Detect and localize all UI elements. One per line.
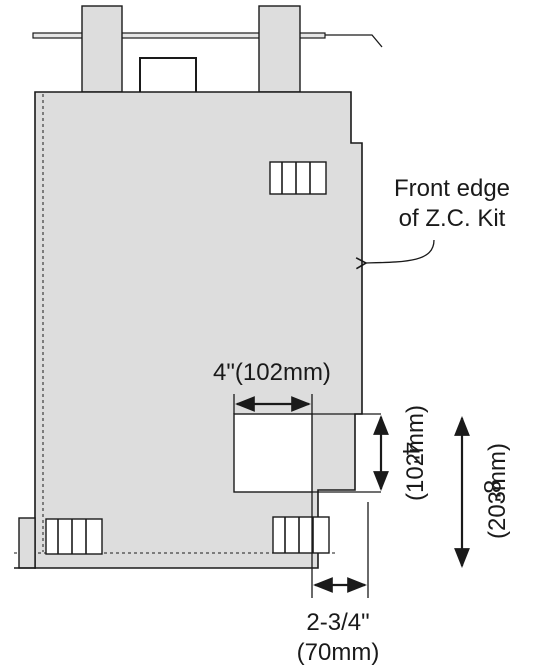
top-connector — [139, 57, 197, 92]
opening-height-mm-label: (102mm) — [402, 405, 429, 501]
callout-line-1: Front edge — [394, 175, 510, 202]
top-bracket-left — [81, 5, 123, 93]
callout-leader-arrow — [355, 239, 435, 270]
opening-height-in-label: 4" — [397, 442, 424, 464]
opening-cutout — [233, 413, 381, 493]
offset-height-mm-label: (203mm) — [484, 443, 511, 539]
vent-grille-bottom-right — [272, 516, 330, 554]
side-clearance-in-label: 2-3/4" — [306, 609, 369, 636]
callout-line-2: of Z.C. Kit — [399, 205, 506, 232]
top-rail — [32, 32, 383, 48]
vent-grille-top-right — [269, 161, 327, 195]
top-bracket-right — [258, 5, 301, 93]
opening-width-dimension: 4"(102mm) — [213, 359, 331, 414]
vent-grille-bottom-left — [45, 518, 103, 555]
opening-width-label: 4"(102mm) — [213, 359, 331, 386]
opening-height-dimension: 4" (102mm) — [373, 405, 429, 501]
offset-height-in-label: 8" — [478, 480, 505, 502]
front-edge-callout: Front edge of Z.C. Kit — [355, 175, 510, 270]
side-clearance-dimension: 2-3/4" (70mm) — [297, 492, 380, 666]
side-clearance-mm-label: (70mm) — [297, 639, 380, 666]
offset-height-dimension: 8" (203mm) — [454, 416, 511, 568]
